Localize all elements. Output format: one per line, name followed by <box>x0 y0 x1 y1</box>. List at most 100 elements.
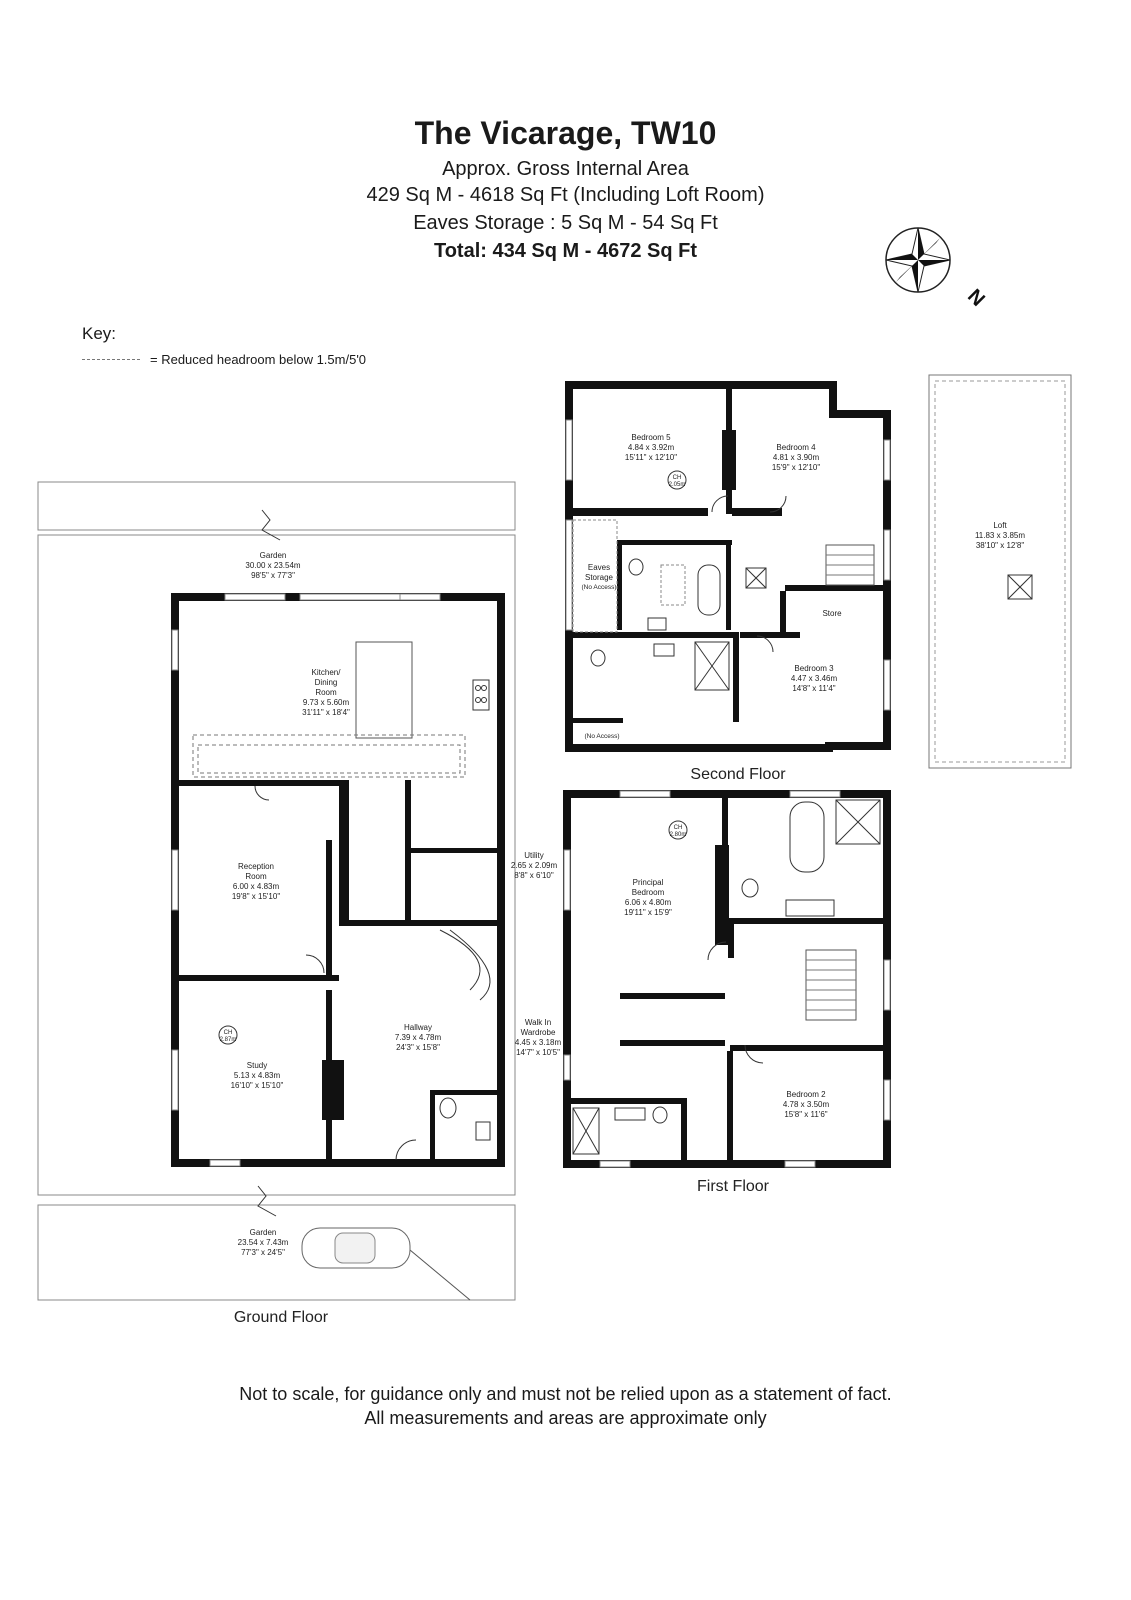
svg-text:Eaves: Eaves <box>588 563 610 572</box>
svg-text:Dining: Dining <box>315 678 338 687</box>
room-label-no-access: (No Access) <box>584 733 619 740</box>
svg-text:Bedroom 4: Bedroom 4 <box>776 443 816 452</box>
svg-text:11.83 x 3.85m: 11.83 x 3.85m <box>975 531 1025 540</box>
svg-text:Wardrobe: Wardrobe <box>521 1028 556 1037</box>
ch-principal-value: 2.80m <box>670 832 687 838</box>
svg-text:16'10" x 15'10": 16'10" x 15'10" <box>231 1081 284 1090</box>
room-label-garden-bottom: Garden 23.54 x 7.43m 77'3" x 24'5" <box>238 1228 289 1257</box>
svg-text:Room: Room <box>315 688 337 697</box>
ground-floor-plan <box>37 481 516 1301</box>
svg-text:77'3" x 24'5": 77'3" x 24'5" <box>241 1248 285 1257</box>
svg-text:Bedroom 2: Bedroom 2 <box>786 1090 826 1099</box>
room-label-walk-in: Walk In Wardrobe 4.45 x 3.18m 14'7" x 10… <box>515 1018 562 1057</box>
key-reduced-headroom: = Reduced headroom below 1.5m/5'0 <box>82 352 366 367</box>
svg-text:Bedroom: Bedroom <box>632 888 665 897</box>
svg-text:4.84 x 3.92m: 4.84 x 3.92m <box>628 443 675 452</box>
ceiling-height-badge <box>668 820 688 840</box>
plan-title: The Vicarage, TW10 <box>414 115 717 151</box>
ch-bedroom5-label: CH <box>673 475 682 481</box>
svg-text:4.47 x 3.46m: 4.47 x 3.46m <box>791 674 838 683</box>
svg-text:Bedroom 5: Bedroom 5 <box>631 433 671 442</box>
svg-text:30.00 x 23.54m: 30.00 x 23.54m <box>245 561 300 570</box>
room-label-loft: Loft 11.83 x 3.85m 38'10" x 12'8" <box>975 521 1025 550</box>
svg-text:Hallway: Hallway <box>404 1023 432 1032</box>
svg-text:Loft: Loft <box>993 521 1007 530</box>
svg-text:19'8" x 15'10": 19'8" x 15'10" <box>232 892 280 901</box>
svg-text:7.39 x 4.78m: 7.39 x 4.78m <box>395 1033 442 1042</box>
svg-text:31'11" x 18'4": 31'11" x 18'4" <box>302 708 350 717</box>
svg-text:4.45 x 3.18m: 4.45 x 3.18m <box>515 1038 562 1047</box>
svg-text:Storage: Storage <box>585 573 614 582</box>
disclaimer-line-1: Not to scale, for guidance only and must… <box>239 1384 892 1404</box>
svg-text:Store: Store <box>822 609 842 618</box>
svg-text:23.54 x 7.43m: 23.54 x 7.43m <box>238 1238 289 1247</box>
room-label-store: Store <box>822 609 842 618</box>
svg-text:6.06 x 4.80m: 6.06 x 4.80m <box>625 898 672 907</box>
disclaimer-line-2: All measurements and areas are approxima… <box>364 1408 767 1428</box>
total-area: Total: 434 Sq M - 4672 Sq Ft <box>433 240 698 262</box>
svg-text:(No Access): (No Access) <box>584 733 619 740</box>
svg-text:4.81 x 3.90m: 4.81 x 3.90m <box>773 453 820 462</box>
room-label-bedroom3: Bedroom 3 4.47 x 3.46m 14'8" x 11'4" <box>791 664 838 693</box>
ch-principal-label: CH <box>674 825 683 831</box>
svg-text:Kitchen/: Kitchen/ <box>312 668 342 677</box>
dashed-line-icon <box>82 359 140 360</box>
second-floor-plan <box>565 381 891 752</box>
room-label-study: Study 5.13 x 4.83m 16'10" x 15'10" <box>231 1061 284 1090</box>
compass-north-label: N <box>963 285 989 311</box>
compass-icon: N <box>885 227 989 311</box>
svg-text:14'7" x 10'5": 14'7" x 10'5" <box>516 1048 560 1057</box>
svg-text:14'8" x 11'4": 14'8" x 11'4" <box>792 684 835 693</box>
svg-text:15'9" x 12'10": 15'9" x 12'10" <box>772 463 820 472</box>
svg-text:Walk In: Walk In <box>525 1018 551 1027</box>
svg-text:24'3" x 15'8": 24'3" x 15'8" <box>396 1043 440 1052</box>
room-label-garden-top: Garden 30.00 x 23.54m 98'5" x 77'3" <box>245 551 300 580</box>
room-label-hallway: Hallway 7.39 x 4.78m 24'3" x 15'8" <box>395 1023 442 1052</box>
svg-text:4.78 x 3.50m: 4.78 x 3.50m <box>783 1100 830 1109</box>
svg-text:98'5" x 77'3": 98'5" x 77'3" <box>251 571 295 580</box>
first-floor-plan <box>563 790 891 1168</box>
eaves-area: Eaves Storage : 5 Sq M - 54 Sq Ft <box>413 212 718 234</box>
svg-text:Garden: Garden <box>260 551 287 560</box>
room-label-eaves: Eaves Storage (No Access) <box>581 563 616 591</box>
svg-text:5.13 x 4.83m: 5.13 x 4.83m <box>234 1071 281 1080</box>
gross-area: 429 Sq M - 4618 Sq Ft (Including Loft Ro… <box>366 184 765 206</box>
loft-plan <box>928 374 1072 769</box>
svg-text:15'11" x 12'10": 15'11" x 12'10" <box>625 453 677 462</box>
svg-text:Study: Study <box>247 1061 267 1070</box>
ceiling-height-badge <box>667 470 687 490</box>
svg-text:8'8" x 6'10": 8'8" x 6'10" <box>514 871 554 880</box>
room-label-utility: Utility 2.65 x 2.09m 8'8" x 6'10" <box>511 851 558 880</box>
room-label-principal: Principal Bedroom 6.06 x 4.80m 19'11" x … <box>624 878 672 917</box>
key-label: Key: <box>82 324 117 343</box>
room-label-bedroom2: Bedroom 2 4.78 x 3.50m 15'8" x 11'6" <box>783 1090 830 1119</box>
floor-label-ground: Ground Floor <box>234 1309 329 1326</box>
svg-text:9.73 x 5.60m: 9.73 x 5.60m <box>303 698 350 707</box>
ch-bedroom5-value: 2.05m <box>669 482 686 488</box>
key-reduced-headroom-text: = Reduced headroom below 1.5m/5'0 <box>150 352 367 367</box>
svg-text:38'10" x 12'8": 38'10" x 12'8" <box>976 541 1024 550</box>
ch-study-label: CH <box>224 1030 233 1036</box>
svg-text:6.00 x 4.83m: 6.00 x 4.83m <box>233 882 280 891</box>
car-icon <box>301 1227 411 1269</box>
area-caption: Approx. Gross Internal Area <box>442 158 689 180</box>
room-label-bedroom5: Bedroom 5 4.84 x 3.92m 15'11" x 12'10" <box>625 433 677 462</box>
room-label-reception: Reception Room 6.00 x 4.83m 19'8" x 15'1… <box>232 862 280 901</box>
svg-text:15'8" x 11'6": 15'8" x 11'6" <box>784 1110 827 1119</box>
room-label-bedroom4: Bedroom 4 4.81 x 3.90m 15'9" x 12'10" <box>772 443 820 472</box>
floor-label-first: First Floor <box>697 1178 770 1195</box>
svg-text:Principal: Principal <box>633 878 664 887</box>
svg-text:Reception: Reception <box>238 862 274 871</box>
ceiling-height-badge <box>218 1025 238 1045</box>
svg-text:Room: Room <box>245 872 267 881</box>
svg-text:2.65 x 2.09m: 2.65 x 2.09m <box>511 861 558 870</box>
svg-text:Utility: Utility <box>524 851 544 860</box>
svg-text:Bedroom 3: Bedroom 3 <box>794 664 834 673</box>
floor-label-second: Second Floor <box>690 766 786 783</box>
ch-study-value: 2.87m <box>220 1037 237 1043</box>
svg-text:(No Access): (No Access) <box>581 584 616 591</box>
svg-text:Garden: Garden <box>250 1228 277 1237</box>
svg-text:19'11" x 15'9": 19'11" x 15'9" <box>624 908 672 917</box>
room-label-kitchen: Kitchen/ Dining Room 9.73 x 5.60m 31'11"… <box>302 668 350 717</box>
